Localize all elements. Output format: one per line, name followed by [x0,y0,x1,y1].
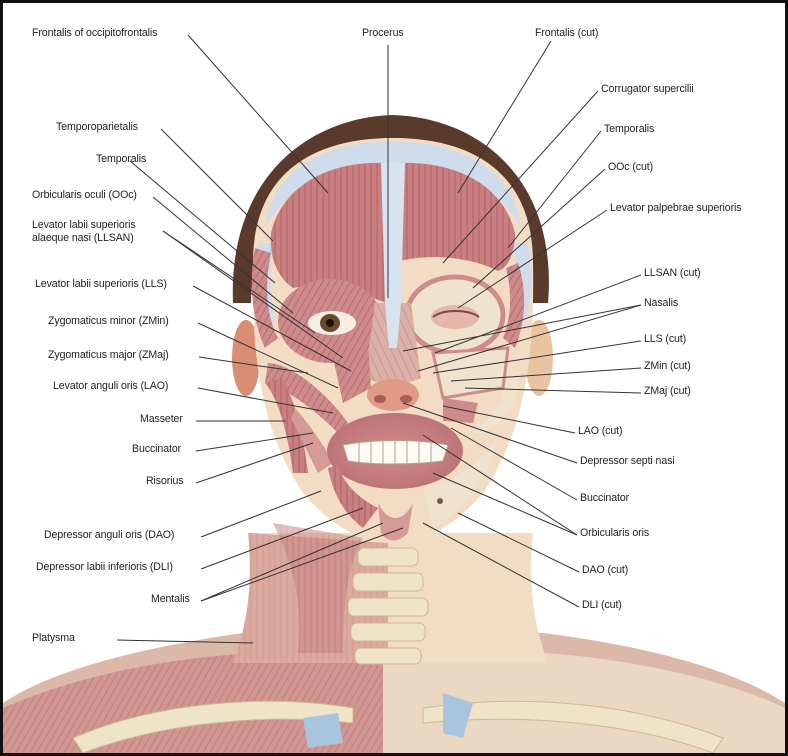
label-orbicularis-oris: Orbicularis oris [580,527,649,539]
label-levator-palpebrae: Levator palpebrae superioris [610,202,741,214]
label-lao-cut: LAO (cut) [578,425,622,437]
label-llsan-line1: Levator labii superioris [32,219,136,231]
label-corrugator-supercilii: Corrugator supercilii [601,83,694,95]
label-llsan-cut: LLSAN (cut) [644,267,701,279]
procerus [381,163,405,303]
label-zmaj-cut: ZMaj (cut) [644,385,691,397]
label-temporalis-left: Temporalis [96,153,146,165]
facial-muscles-illustration [3,3,785,753]
label-buccinator-right: Buccinator [580,492,629,504]
label-procerus: Procerus [362,27,404,39]
label-dao-cut: DAO (cut) [582,564,628,576]
label-frontalis-cut: Frontalis (cut) [535,27,598,39]
label-temporalis-right: Temporalis [604,123,654,135]
label-dli-cut: DLI (cut) [582,599,622,611]
label-lls: Levator labii superioris (LLS) [35,278,167,290]
label-lls-cut: LLS (cut) [644,333,686,345]
neck [233,533,548,664]
label-lao: Levator anguli oris (LAO) [53,380,168,392]
label-depressor-septi-nasi: Depressor septi nasi [580,455,675,467]
label-zmin: Zygomaticus minor (ZMin) [48,315,169,327]
label-frontalis-occipitofrontalis: Frontalis of occipitofrontalis [32,27,157,39]
label-masseter: Masseter [140,413,183,425]
label-llsan-line2: alaeque nasi (LLSAN) [32,232,134,244]
label-platysma: Platysma [32,632,75,644]
label-dli: Depressor labii inferioris (DLI) [36,561,173,573]
label-nasalis: Nasalis [644,297,678,309]
label-dao: Depressor anguli oris (DAO) [44,529,174,541]
label-ooc-cut: OOc (cut) [608,161,653,173]
label-mentalis: Mentalis [151,593,190,605]
label-orbicularis-oculi: Orbicularis oculi (OOc) [32,189,137,201]
label-risorius: Risorius [146,475,183,487]
label-zmaj: Zygomaticus major (ZMaj) [48,349,169,361]
label-buccinator-left: Buccinator [132,443,181,455]
label-zmin-cut: ZMin (cut) [644,360,691,372]
label-temporoparietalis: Temporoparietalis [56,121,138,133]
